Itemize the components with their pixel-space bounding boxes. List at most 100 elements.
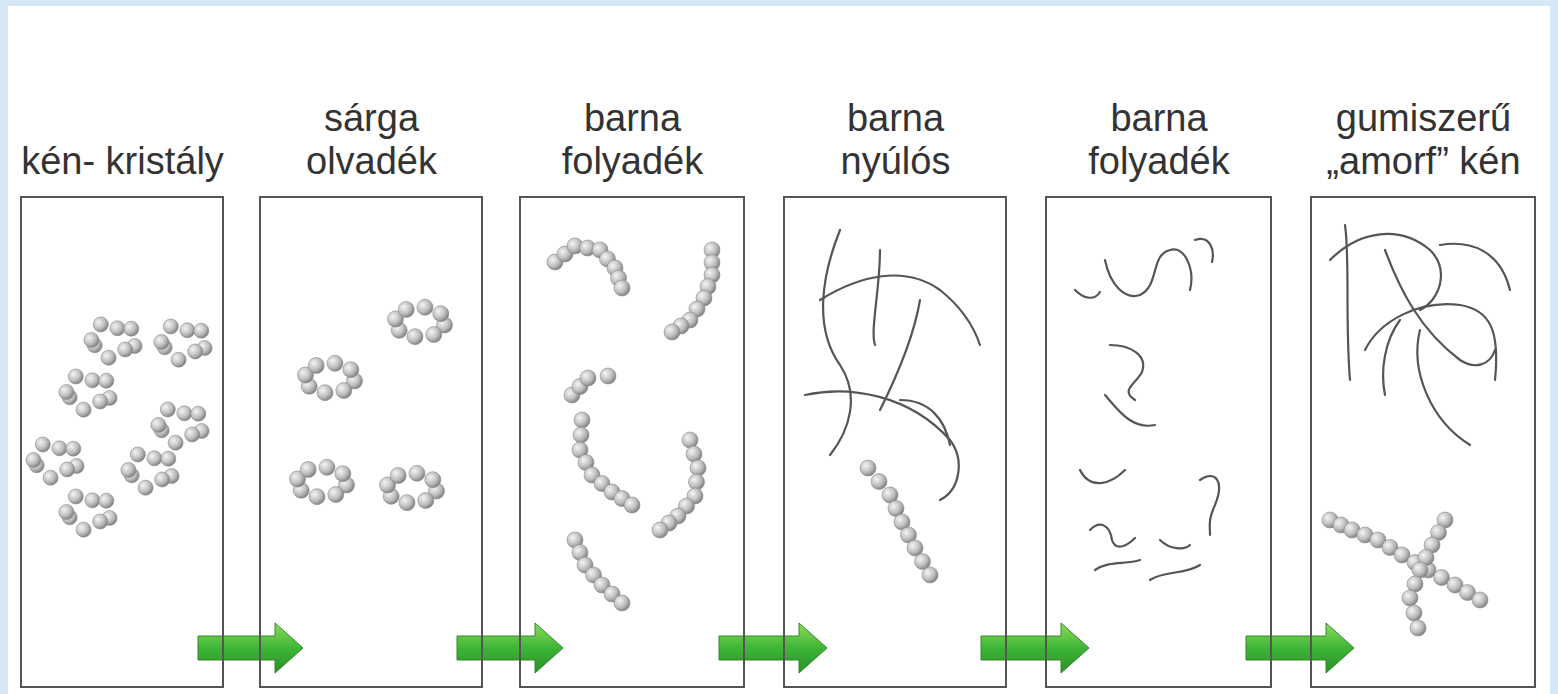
sulfur-atom [689, 474, 705, 490]
sulfur-atom [121, 463, 136, 478]
chain-line [1330, 234, 1441, 310]
sulfur-atom [185, 427, 200, 442]
chain-line [1383, 320, 1400, 395]
arrow-shape [1246, 623, 1354, 673]
chain-line [1417, 330, 1470, 445]
chain-line [1105, 395, 1155, 426]
sulfur-atom [664, 324, 680, 340]
sulfur-atom [138, 480, 153, 495]
sulfur-atom [335, 466, 351, 482]
sulfur-atom [922, 567, 938, 583]
sulfur-atom [194, 323, 209, 338]
sulfur-atom [180, 323, 195, 338]
chain-line [1105, 249, 1191, 296]
sulfur-atom [1406, 605, 1422, 621]
sulfur-atom [682, 432, 698, 448]
sulfur-atom [66, 441, 81, 456]
sulfur-atom [130, 447, 145, 462]
arrow-shape [198, 623, 303, 673]
sulfur-atom [580, 370, 596, 386]
state-panel: sárga olvadék [259, 196, 483, 688]
sulfur-atom [124, 321, 139, 336]
sulfur-atom [188, 344, 203, 359]
process-arrow [1246, 623, 1354, 673]
state-label: kén- kristály [15, 140, 230, 184]
chain-line [1110, 345, 1143, 400]
sulfur-atom [85, 493, 100, 508]
sulfur-atom [398, 302, 414, 318]
sulfur-atom [154, 335, 169, 350]
chain-line [820, 276, 980, 345]
state-label: gumiszerű „amorf” kén [1316, 97, 1531, 184]
sulfur-atom [52, 441, 67, 456]
sulfur-atoms [26, 238, 1488, 636]
process-arrow [719, 623, 827, 673]
chain-line [1195, 239, 1213, 262]
sulfur-atom [118, 342, 133, 357]
sulfur-atom [417, 299, 433, 315]
chain-line [1385, 250, 1495, 365]
state-panel: gumiszerű „amorf” kén [1310, 196, 1536, 688]
sulfur-atom [43, 470, 58, 485]
sulfur-atom [99, 373, 114, 388]
sulfur-atom [300, 462, 316, 478]
sulfur-atom [390, 468, 406, 484]
state-label: sárga olvadék [264, 97, 479, 184]
sulfur-atom [76, 522, 91, 537]
sulfur-atom [652, 522, 668, 538]
sulfur-atom [327, 355, 343, 371]
sulfur-atom [574, 412, 590, 428]
sulfur-atom [93, 317, 108, 332]
sulfur-atom [177, 406, 192, 421]
sulfur-atom [336, 383, 352, 399]
chain-line [1080, 470, 1125, 483]
process-arrow [198, 623, 303, 673]
sulfur-atom [319, 459, 335, 475]
arrow-shape [457, 623, 563, 673]
arrow-shape [981, 623, 1089, 673]
sulfur-atom [59, 505, 74, 520]
sulfur-atom [151, 418, 166, 433]
chain-lines [805, 225, 1510, 580]
sulfur-atom [161, 451, 176, 466]
sulfur-atom [690, 460, 706, 476]
sulfur-atom [399, 495, 415, 511]
chain-line [1200, 476, 1219, 535]
sulfur-atom [309, 489, 325, 505]
state-panel: barna folyadék [519, 196, 745, 688]
sulfur-atom [573, 427, 589, 443]
sulfur-atom [1412, 562, 1428, 578]
sulfur-atom [85, 373, 100, 388]
sulfur-atom [600, 368, 616, 384]
state-label: barna folyadék [525, 97, 740, 184]
sulfur-atom [160, 402, 175, 417]
chain-line [1075, 290, 1100, 298]
sulfur-atom [860, 460, 876, 476]
sulfur-atom [35, 437, 50, 452]
sulfur-atom [93, 394, 108, 409]
sulfur-atom [93, 514, 108, 529]
sulfur-atom [59, 385, 74, 400]
chain-line [823, 230, 851, 455]
chain-line [874, 250, 880, 345]
state-label: barna nyúlós [788, 97, 1003, 184]
chain-line [1090, 525, 1135, 547]
arrow-shape [719, 623, 827, 673]
chain-line [900, 400, 950, 445]
paper-background [8, 6, 1550, 694]
sulfur-atom [163, 319, 178, 334]
sulfur-atom [409, 465, 425, 481]
state-label: barna folyadék [1052, 97, 1267, 184]
sulfur-atom [328, 487, 344, 503]
sulfur-atom [84, 333, 99, 348]
sulfur-atom [26, 453, 41, 468]
sulfur-atom [171, 352, 186, 367]
sulfur-atom [1407, 576, 1423, 592]
sulfur-atom [101, 350, 116, 365]
sulfur-atom [418, 493, 434, 509]
sulfur-atom [1472, 592, 1488, 608]
sulfur-atom [60, 462, 75, 477]
sulfur-atom [99, 493, 114, 508]
sulfur-atom [1410, 620, 1426, 636]
